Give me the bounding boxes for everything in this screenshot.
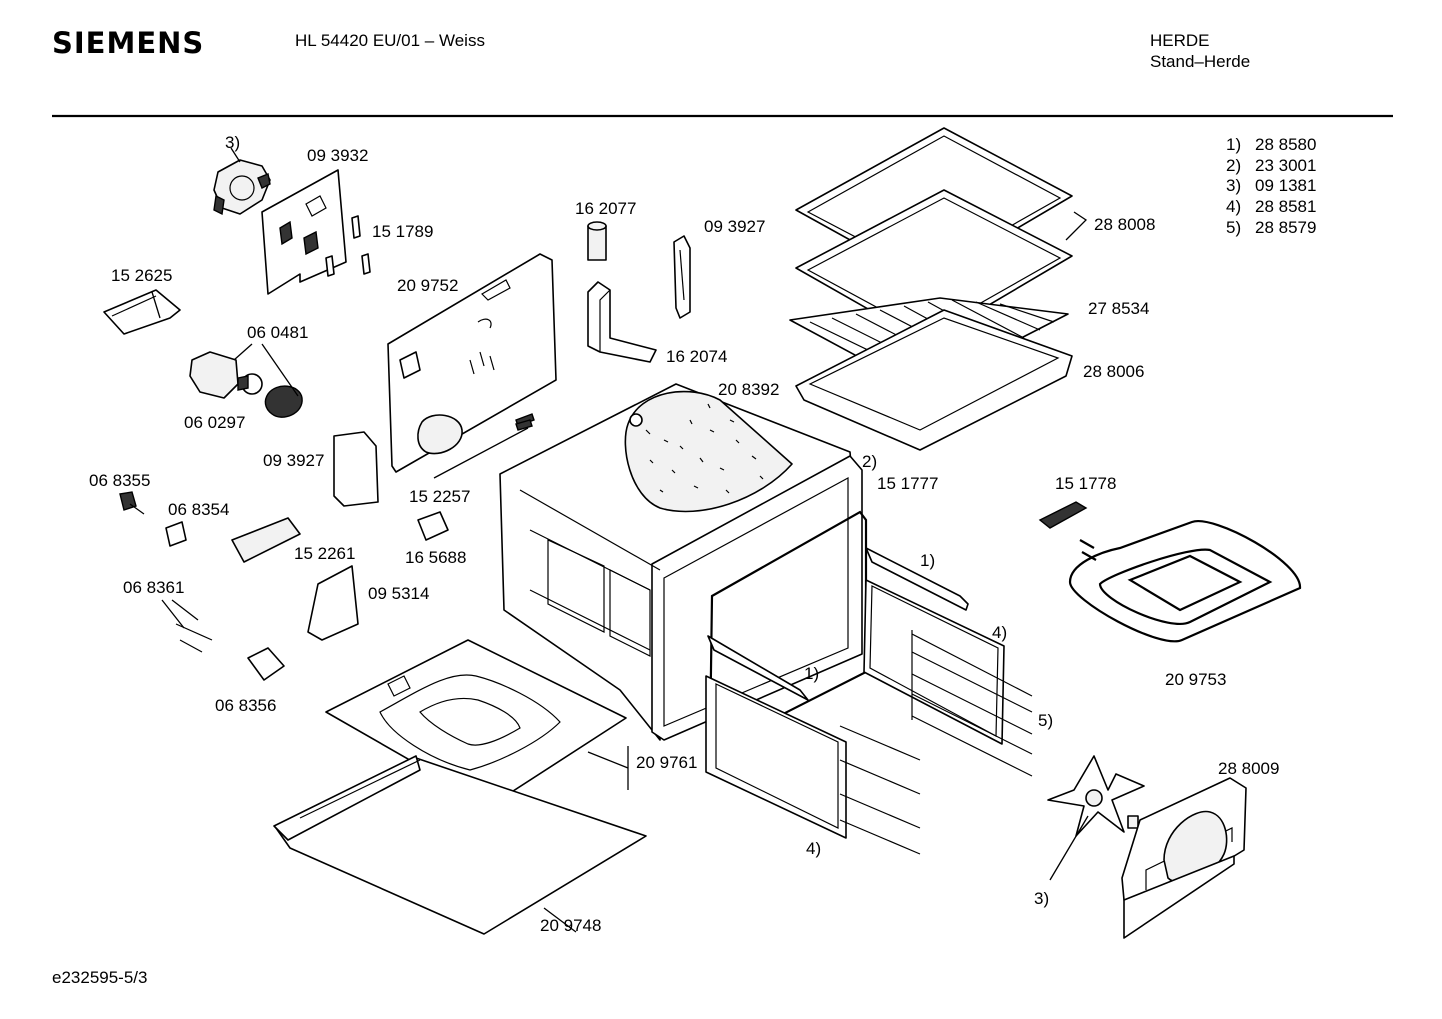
callout-label: 1) (920, 551, 935, 570)
lamp-holder-drawing (189, 343, 303, 418)
legend-part: 28 8579 (1255, 218, 1316, 237)
document-id: e232595-5/3 (52, 968, 147, 987)
holder-drawing (587, 281, 657, 363)
part-number-label: 20 9752 (397, 276, 458, 295)
part-number-label: 28 8008 (1094, 215, 1155, 234)
legend-part: 09 1381 (1255, 176, 1316, 195)
legend-num: 3) (1226, 176, 1241, 195)
legend-part: 28 8580 (1255, 135, 1316, 154)
model-title: HL 54420 EU/01 – Weiss (295, 31, 485, 50)
part-number-label: 20 9753 (1165, 670, 1226, 689)
callout-label: 3) (1034, 889, 1049, 908)
side-panel-drawing (387, 253, 557, 473)
fan-blade-drawing (1047, 755, 1145, 881)
bottom-plate-drawing (273, 755, 647, 935)
subcategory-title: Stand–Herde (1150, 52, 1250, 71)
part-number-label: 09 5314 (368, 584, 429, 603)
part-number-label: 06 8356 (215, 696, 276, 715)
part-number-label: 06 8355 (89, 471, 150, 490)
part-number-label: 20 9761 (636, 753, 697, 772)
legend-part: 28 8581 (1255, 197, 1316, 216)
callout-label: 1) (804, 664, 819, 683)
plug-drawing (587, 221, 607, 261)
legend-num: 2) (1226, 156, 1241, 175)
brand-logo: SIEMENS (52, 26, 204, 60)
callout-label: 3) (225, 133, 240, 152)
part-number-label: 06 0481 (247, 323, 308, 342)
back-plate-drawing (261, 169, 371, 295)
callout-label: 5) (1038, 711, 1053, 730)
part-number-label: 06 0297 (184, 413, 245, 432)
part-number-label: 09 3927 (263, 451, 324, 470)
part-number-label: 06 8354 (168, 500, 229, 519)
part-number-label: 15 1778 (1055, 474, 1116, 493)
legend-num: 1) (1226, 135, 1241, 154)
tray-upper-drawing (795, 127, 1088, 343)
legend-num: 5) (1226, 218, 1241, 237)
switch-part-drawing (213, 147, 271, 216)
part-number-label: 09 3932 (307, 146, 368, 165)
category-title: HERDE (1150, 31, 1210, 50)
part-number-label: 28 8009 (1218, 759, 1279, 778)
legend-num: 4) (1226, 197, 1241, 216)
part-number-label: 28 8006 (1083, 362, 1144, 381)
part-number-label: 15 2625 (111, 266, 172, 285)
part-number-label: 20 8392 (718, 380, 779, 399)
inner-door-drawing (705, 635, 921, 855)
callout-label: 4) (806, 839, 821, 858)
part-number-label: 06 8361 (123, 578, 184, 597)
callout-label: 4) (992, 623, 1007, 642)
part-number-label: 16 2077 (575, 199, 636, 218)
small-parts-drawing (119, 419, 533, 681)
part-number-label: 15 2261 (294, 544, 355, 563)
part-number-label: 27 8534 (1088, 299, 1149, 318)
bracket-drawing (103, 289, 181, 335)
callout-label: 2) (862, 452, 877, 471)
callout-labels: 3) 09 3932 15 1789 15 2625 06 0481 06 02… (89, 133, 1279, 935)
part-number-label: 09 3927 (704, 217, 765, 236)
legend: 1) 28 8580 2) 23 3001 3) 09 1381 4) 28 8… (1226, 135, 1316, 237)
legend-part: 23 3001 (1255, 156, 1316, 175)
grill-element-drawing (1038, 501, 1302, 643)
part-number-label: 16 5688 (405, 548, 466, 567)
deep-pan-drawing (795, 309, 1073, 451)
part-number-label: 15 2257 (409, 487, 470, 506)
part-number-label: 15 1777 (877, 474, 938, 493)
shelf-support-drawing (911, 630, 1033, 777)
oven-cavity-drawing (499, 383, 863, 741)
part-number-label: 20 9748 (540, 916, 601, 935)
part-number-label: 16 2074 (666, 347, 727, 366)
guide-drawing (673, 235, 691, 319)
part-number-label: 15 1789 (372, 222, 433, 241)
fan-cover-drawing (1121, 777, 1247, 939)
